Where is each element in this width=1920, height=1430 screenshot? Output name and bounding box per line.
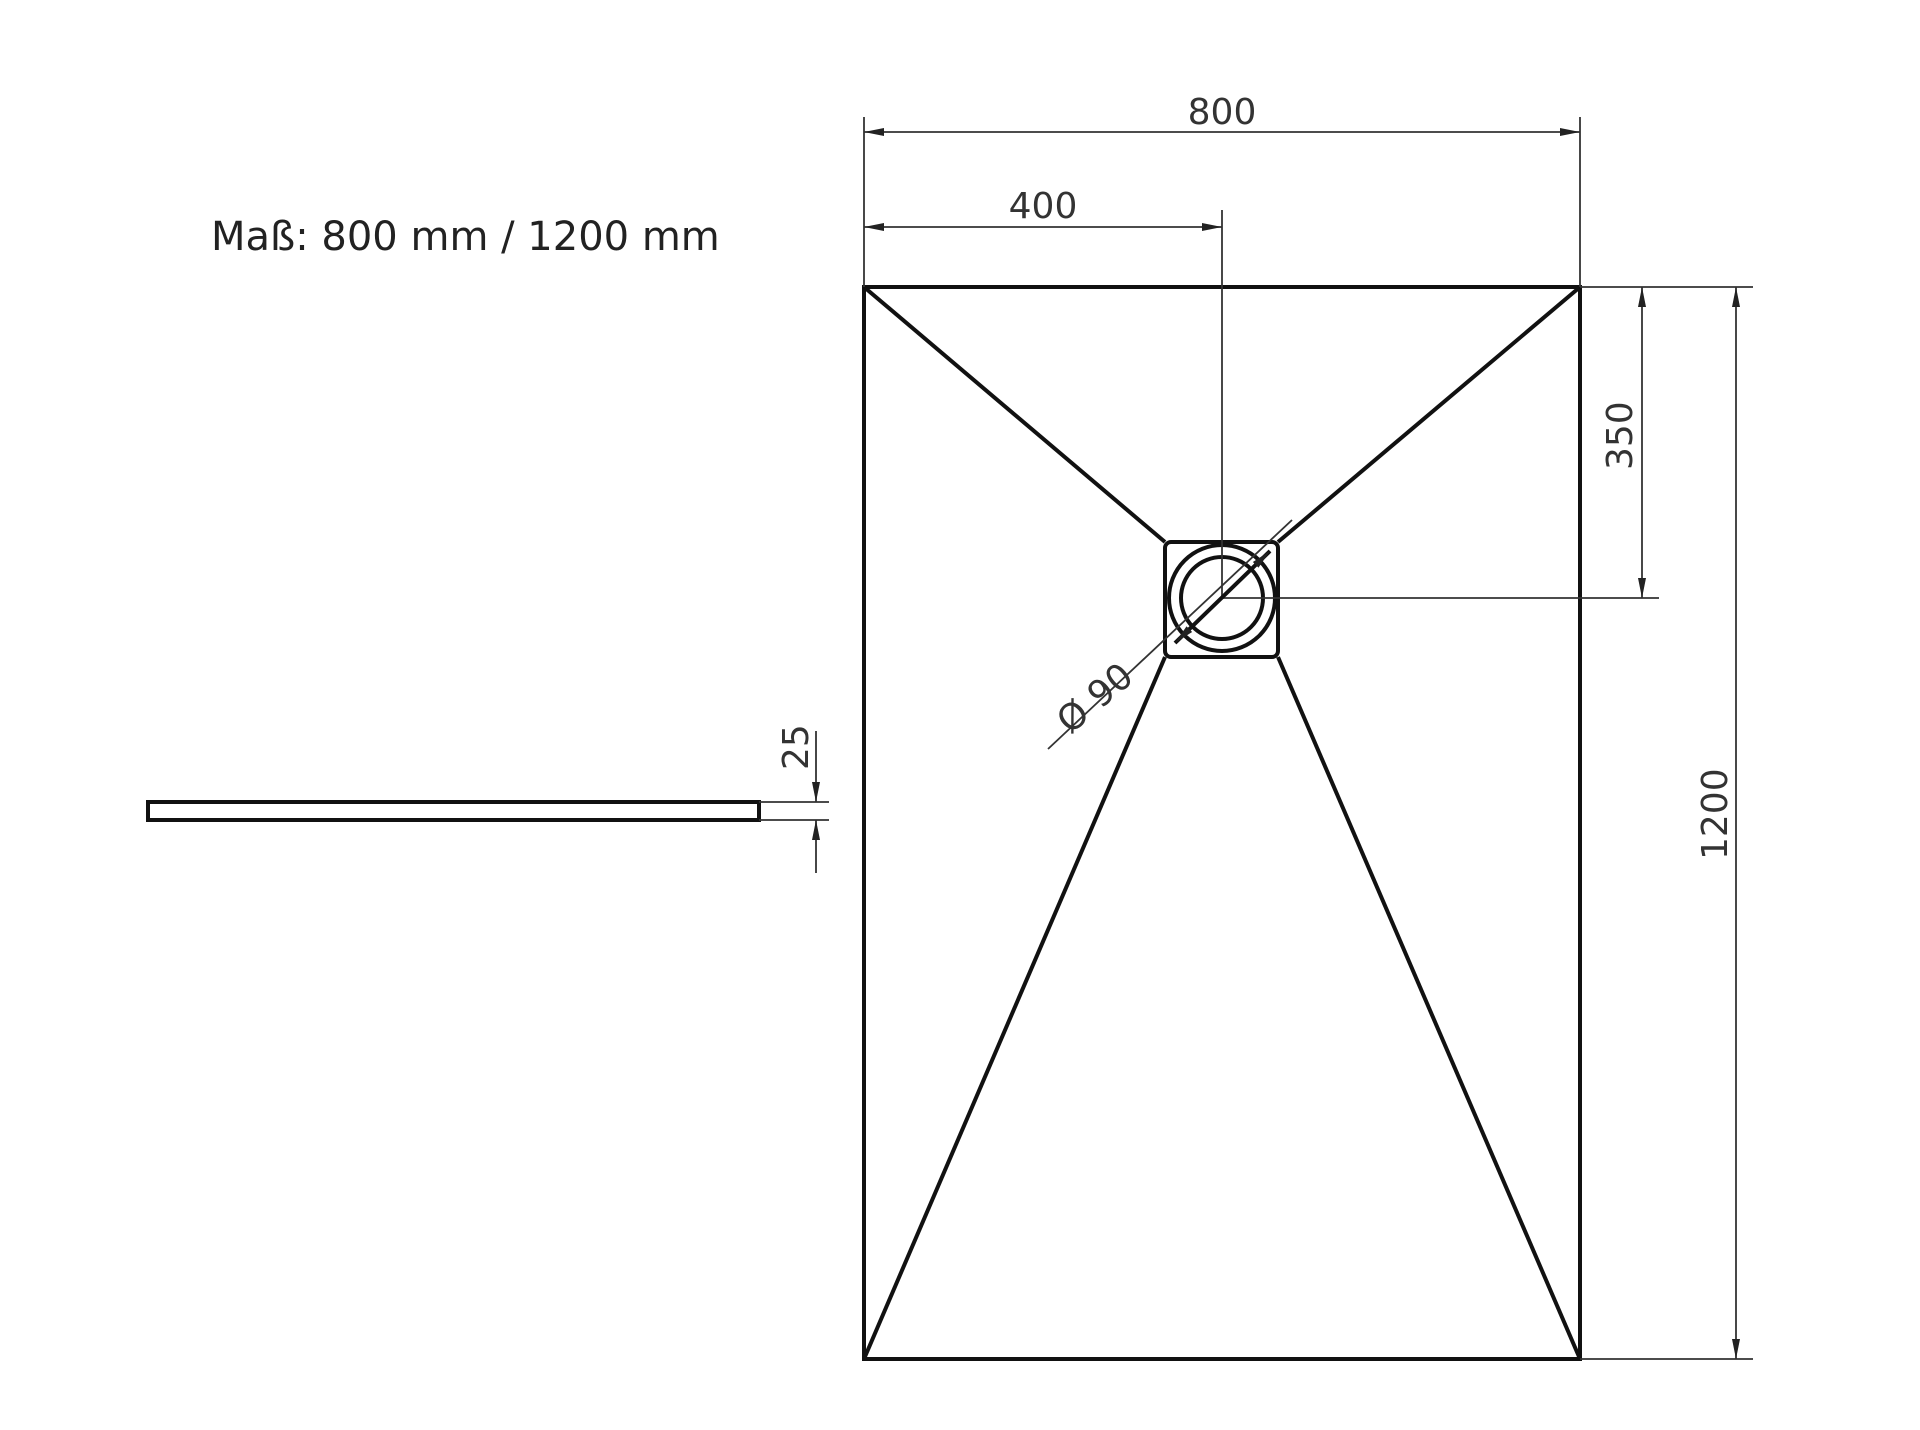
side-profile: 25	[146, 724, 829, 873]
drain-x-label: 400	[1009, 186, 1078, 227]
drain-y-dimension: 350	[1222, 286, 1753, 599]
width-dimension: 800	[863, 92, 1581, 287]
dimensions-title: Maß: 800 mm / 1200 mm	[211, 214, 720, 260]
thickness-label: 25	[776, 724, 817, 770]
length-dimension: 1200	[1580, 287, 1753, 1360]
width-label: 800	[1188, 92, 1257, 133]
length-label: 1200	[1695, 768, 1736, 860]
drain-y-label: 350	[1600, 401, 1641, 470]
drain-diameter-dimension: Ø 90	[1047, 519, 1293, 750]
drain-diameter-label: Ø 90	[1049, 655, 1141, 741]
drain-x-dimension: 400	[864, 186, 1223, 598]
